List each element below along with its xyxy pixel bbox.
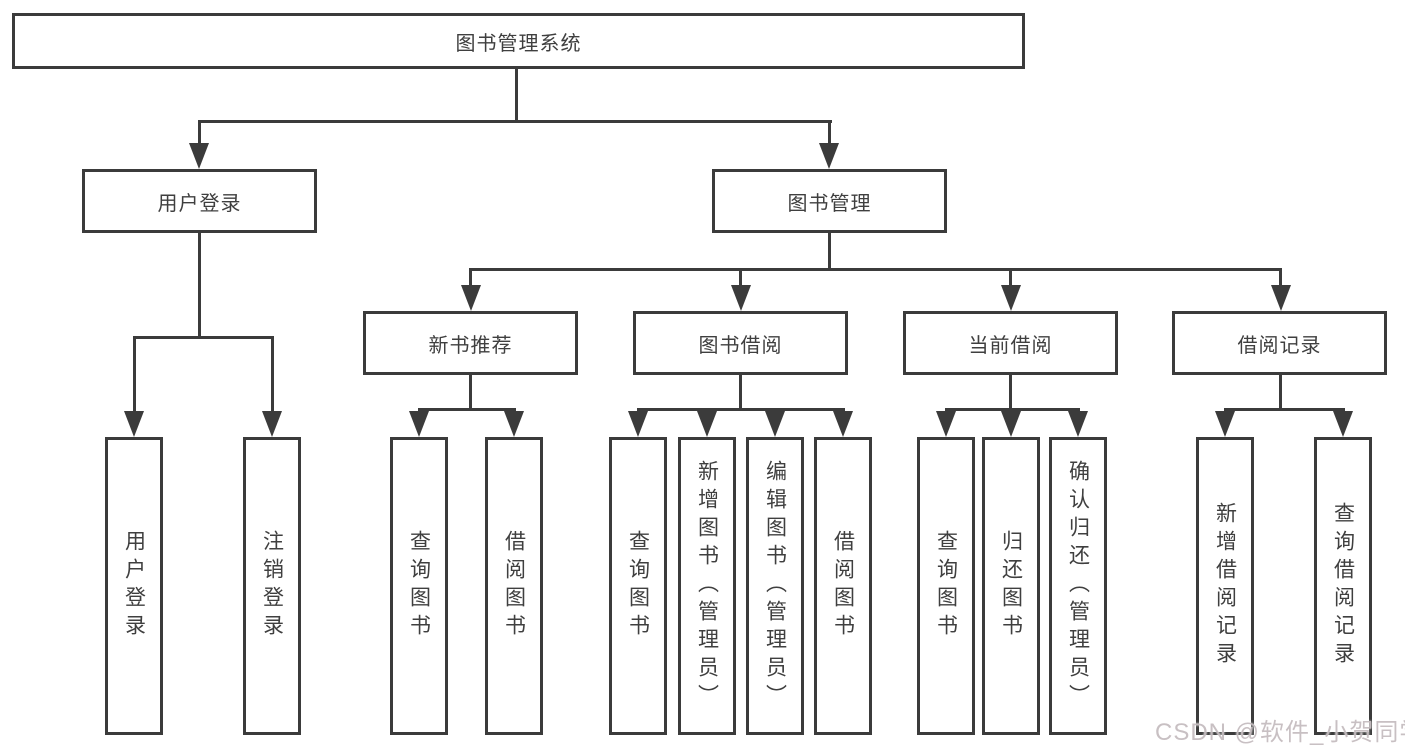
down-arrowhead	[409, 411, 429, 437]
down-arrowhead	[1001, 411, 1021, 437]
leaf-edit-books-admin: 编辑图书（管理员）	[746, 437, 804, 735]
node-borrowing-records: 借阅记录	[1172, 311, 1387, 375]
down-arrowhead	[461, 285, 481, 311]
connector	[271, 336, 274, 411]
down-arrowhead	[189, 143, 209, 169]
connector	[637, 408, 845, 411]
down-arrowhead	[1068, 411, 1088, 437]
down-arrowhead	[262, 411, 282, 437]
connector	[828, 120, 831, 144]
connector	[469, 268, 1282, 271]
leaf-confirm-return-admin: 确认归还（管理员）	[1049, 437, 1107, 735]
connector	[198, 120, 832, 123]
leaf-query-books-current: 查询图书	[917, 437, 975, 735]
connector	[1279, 375, 1282, 408]
down-arrowhead	[1333, 411, 1353, 437]
leaf-borrow-books-borrowing: 借阅图书	[814, 437, 872, 735]
down-arrowhead	[504, 411, 524, 437]
node-library-management-system: 图书管理系统	[12, 13, 1025, 69]
leaf-user-login: 用户登录	[105, 437, 163, 735]
node-user-login: 用户登录	[82, 169, 317, 233]
leaf-add-borrow-record: 新增借阅记录	[1196, 437, 1254, 735]
down-arrowhead	[765, 411, 785, 437]
node-book-borrowing: 图书借阅	[633, 311, 848, 375]
leaf-query-books-borrowing: 查询图书	[609, 437, 667, 735]
leaf-borrow-books-recommend: 借阅图书	[485, 437, 543, 735]
connector	[1224, 408, 1345, 411]
leaf-query-borrow-record: 查询借阅记录	[1314, 437, 1372, 735]
connector	[198, 120, 201, 144]
connector	[1009, 375, 1012, 408]
connector	[418, 408, 516, 411]
connector	[739, 375, 742, 408]
node-current-borrowing: 当前借阅	[903, 311, 1118, 375]
watermark: CSDN @软件_小贺同学	[1155, 719, 1405, 746]
leaf-return-books: 归还图书	[982, 437, 1040, 735]
connector	[1009, 268, 1012, 285]
leaf-query-books-recommend: 查询图书	[390, 437, 448, 735]
connector	[1279, 268, 1282, 285]
connector	[133, 336, 136, 411]
connector	[469, 375, 472, 408]
down-arrowhead	[1001, 285, 1021, 311]
node-new-book-recommendation: 新书推荐	[363, 311, 578, 375]
down-arrowhead	[628, 411, 648, 437]
down-arrowhead	[833, 411, 853, 437]
down-arrowhead	[697, 411, 717, 437]
connector	[133, 336, 274, 339]
connector	[515, 69, 518, 120]
leaf-logout: 注销登录	[243, 437, 301, 735]
down-arrowhead	[1215, 411, 1235, 437]
node-book-management: 图书管理	[712, 169, 947, 233]
connector	[828, 233, 831, 268]
down-arrowhead	[819, 143, 839, 169]
leaf-add-books-admin: 新增图书（管理员）	[678, 437, 736, 735]
down-arrowhead	[124, 411, 144, 437]
down-arrowhead	[936, 411, 956, 437]
down-arrowhead	[731, 285, 751, 311]
down-arrowhead	[1271, 285, 1291, 311]
connector	[739, 268, 742, 285]
connector	[469, 268, 472, 285]
connector	[198, 233, 201, 336]
